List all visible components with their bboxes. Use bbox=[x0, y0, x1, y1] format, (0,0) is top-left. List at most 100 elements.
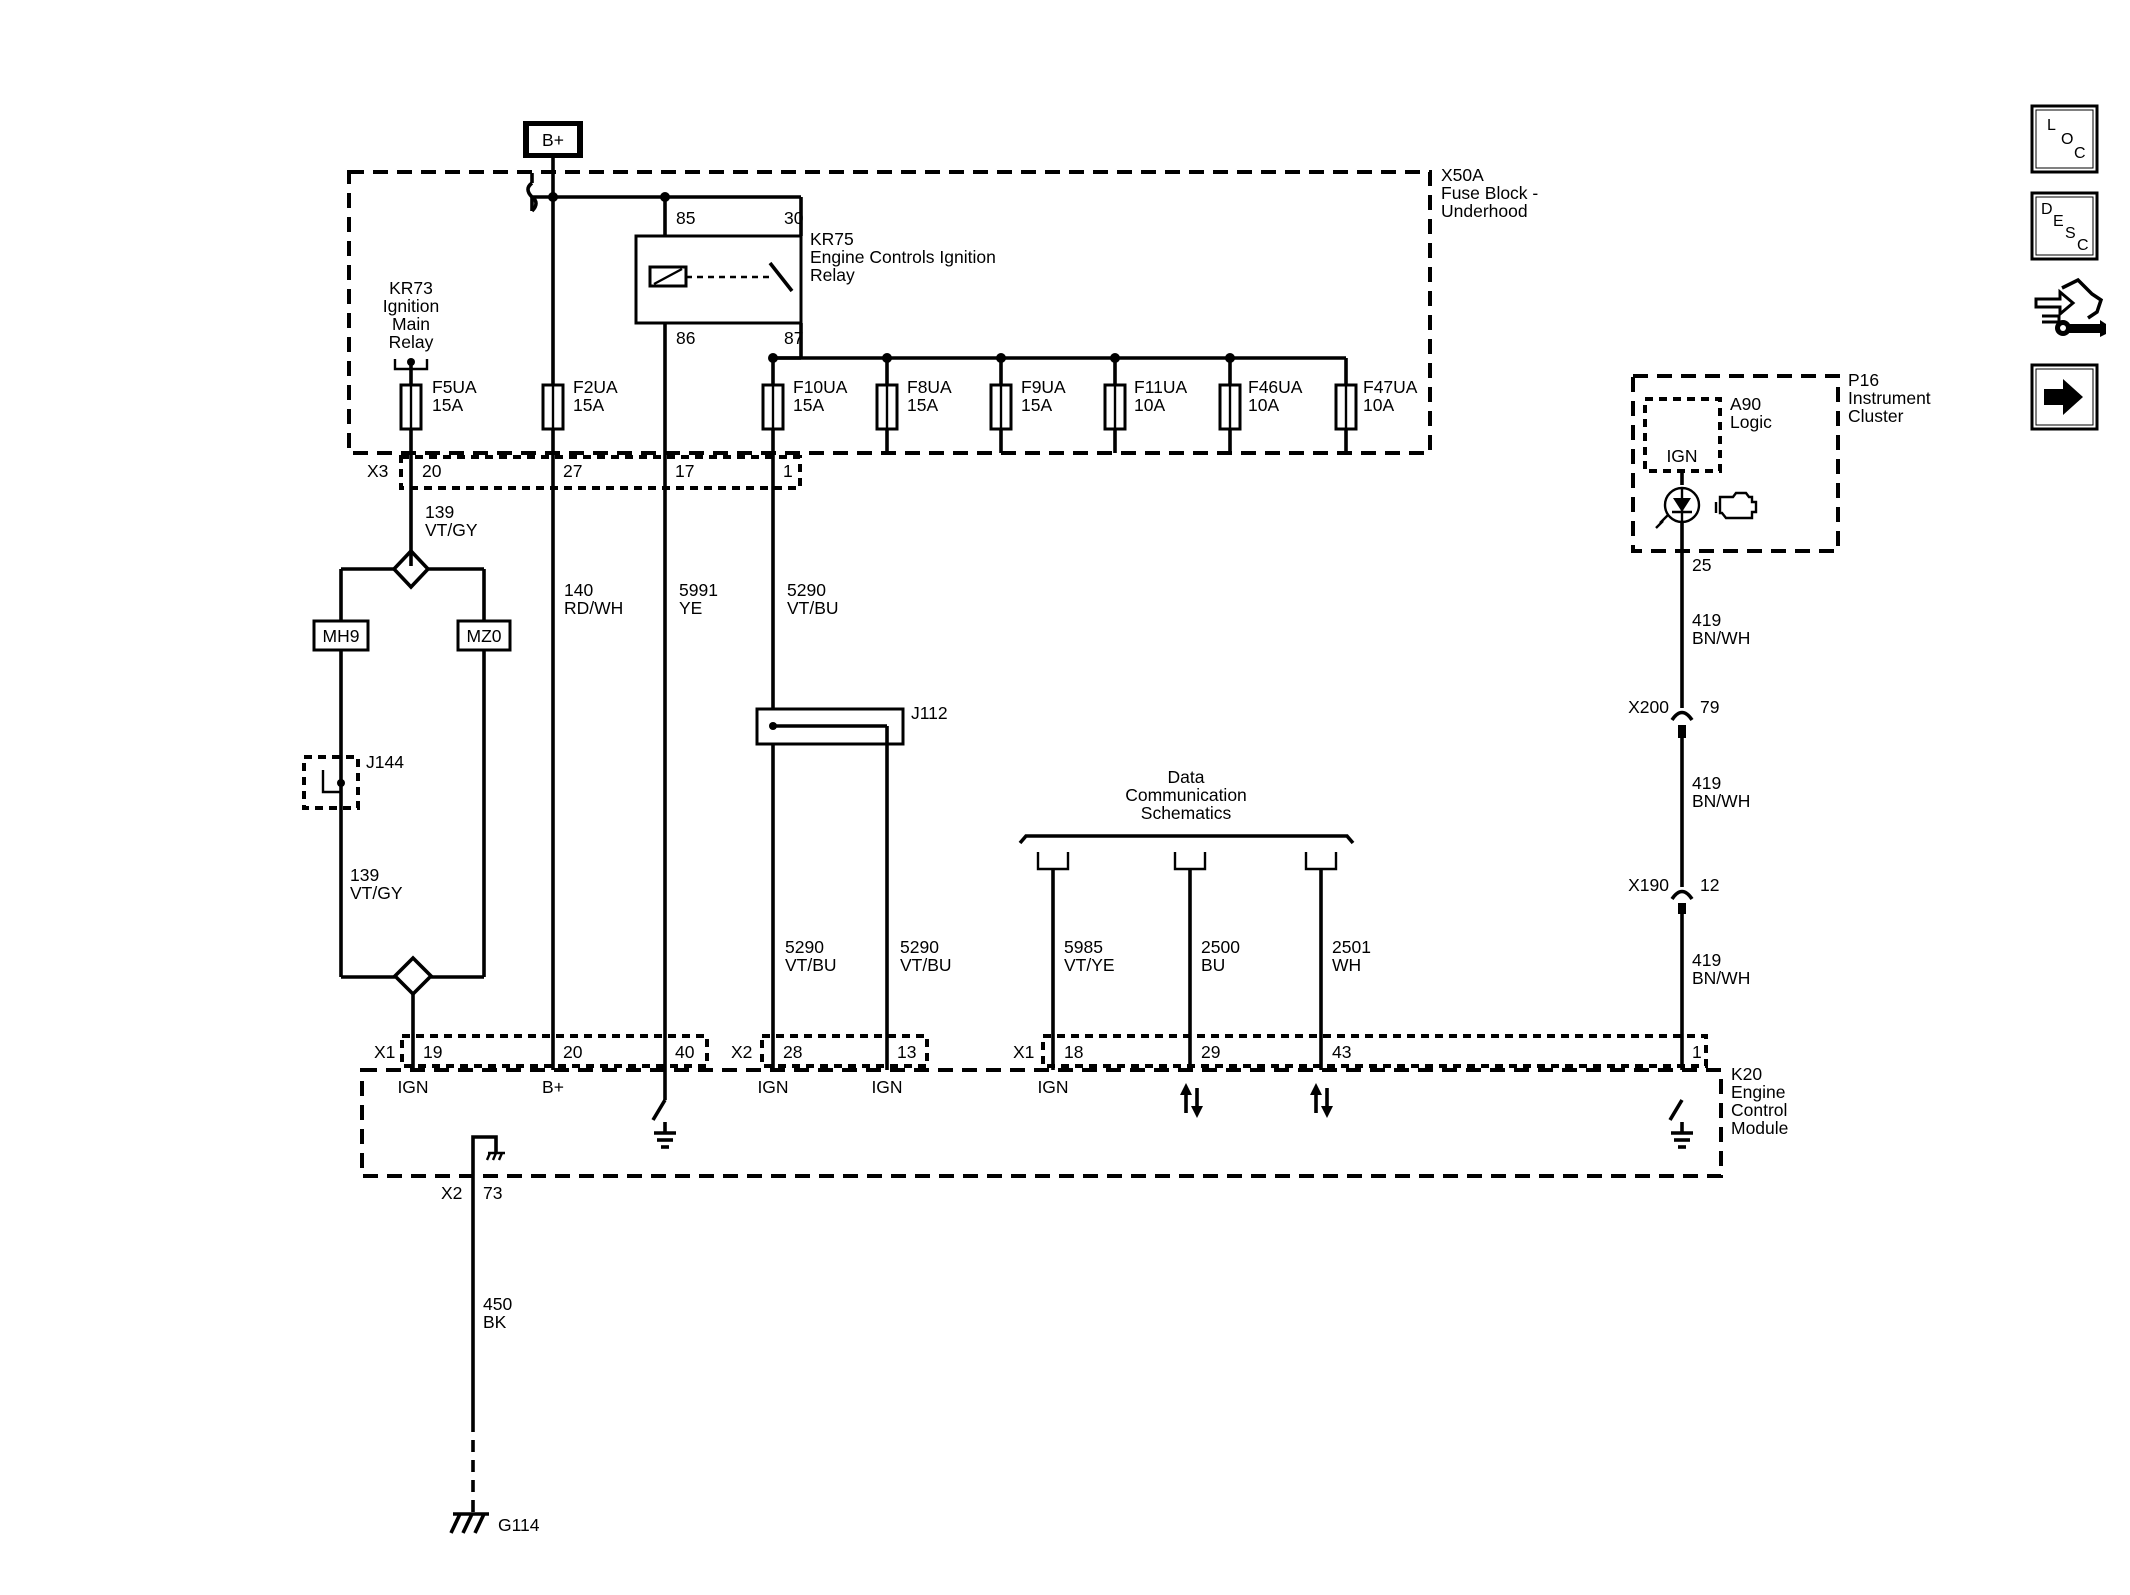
fuse-id: F5UA bbox=[432, 377, 477, 397]
loc-button[interactable]: L O C bbox=[2030, 104, 2099, 174]
ecm-x1-id: X1 bbox=[374, 1042, 395, 1062]
fuse-f47ua bbox=[1334, 383, 1358, 453]
ecm-pin: 13 bbox=[897, 1042, 916, 1062]
ecm-x2-id: X2 bbox=[731, 1042, 752, 1062]
fuse-id: F8UA bbox=[907, 377, 952, 397]
connector-pin: 12 bbox=[1700, 875, 1719, 895]
fuse-rating: 15A bbox=[432, 395, 463, 415]
fuse-f2ua bbox=[541, 383, 565, 431]
kr75-relay bbox=[634, 197, 803, 430]
wire-color: VT/BU bbox=[785, 955, 837, 975]
fuse-rating: 15A bbox=[907, 395, 938, 415]
connector-pinout-icon[interactable] bbox=[2034, 277, 2106, 337]
data-comm-label-2[interactable]: Communication bbox=[1125, 785, 1247, 805]
ecm-pin-label: IGN bbox=[757, 1077, 788, 1097]
fuse-id: F47UA bbox=[1363, 377, 1418, 397]
kr73-name: Ignition bbox=[383, 296, 439, 316]
fuse-f8ua bbox=[875, 383, 899, 453]
fuse-block-border bbox=[347, 170, 1432, 455]
wire-color: VT/GY bbox=[350, 883, 403, 903]
chassis-ground-icon bbox=[449, 1512, 489, 1534]
fuse-rating: 15A bbox=[1021, 395, 1052, 415]
battery-label: B+ bbox=[542, 130, 564, 150]
ecm-x2-ground-pin: 73 bbox=[483, 1183, 502, 1203]
wire-circuit: 419 bbox=[1692, 610, 1721, 630]
wire-color: VT/BU bbox=[787, 598, 839, 618]
fuse-block-id: X50A bbox=[1441, 165, 1484, 185]
wire-color: BN/WH bbox=[1692, 968, 1750, 988]
ecm-name-3: Module bbox=[1731, 1118, 1788, 1138]
ecm-name-2: Control bbox=[1731, 1100, 1787, 1120]
connector-x3 bbox=[399, 455, 802, 490]
desc-button[interactable]: D E S C bbox=[2030, 191, 2099, 261]
fuse-id: F11UA bbox=[1134, 377, 1187, 397]
kr75-id: KR75 bbox=[810, 229, 854, 249]
fuse-id: F46UA bbox=[1248, 377, 1303, 397]
kr75-name: Engine Controls Ignition bbox=[810, 247, 996, 267]
loc-letter: L bbox=[2047, 117, 2056, 134]
wire-circuit: 450 bbox=[483, 1294, 512, 1314]
ecm-pin: 19 bbox=[423, 1042, 442, 1062]
wire-color: BN/WH bbox=[1692, 791, 1750, 811]
wire-circuit: 140 bbox=[564, 580, 593, 600]
wire-circuit: 2501 bbox=[1332, 937, 1371, 957]
ecm-pin: 29 bbox=[1201, 1042, 1220, 1062]
wire-color: BU bbox=[1201, 955, 1225, 975]
option-mz0: MZ0 bbox=[456, 619, 512, 652]
wire-circuit: 139 bbox=[350, 865, 379, 885]
fuse-rating: 10A bbox=[1363, 395, 1394, 415]
connector-x200 bbox=[1670, 710, 1694, 738]
fuse-id: F10UA bbox=[793, 377, 848, 397]
wire-circuit: 419 bbox=[1692, 773, 1721, 793]
wire-color: BK bbox=[483, 1312, 507, 1332]
connector-id: X200 bbox=[1628, 697, 1669, 717]
ecm-ground-switch-icon bbox=[1668, 1099, 1693, 1149]
x3-pin: 1 bbox=[783, 461, 793, 481]
cluster-id: P16 bbox=[1848, 370, 1879, 390]
desc-letter: D bbox=[2041, 201, 2053, 218]
wire-circuit: 5985 bbox=[1064, 937, 1103, 957]
fuse-f10ua bbox=[761, 383, 785, 431]
ecm-x1-right-id: X1 bbox=[1013, 1042, 1034, 1062]
ecm-pin: 40 bbox=[675, 1042, 695, 1062]
fuse-rating: 10A bbox=[1134, 395, 1165, 415]
desc-letter: S bbox=[2065, 225, 2076, 242]
connector-x190 bbox=[1670, 889, 1694, 914]
ecm-pin: 1 bbox=[1692, 1042, 1702, 1062]
connector-id: X190 bbox=[1628, 875, 1669, 895]
x3-pin: 27 bbox=[563, 461, 582, 481]
ecm-ground-switch-icon bbox=[651, 1099, 676, 1149]
data-comm-label[interactable]: Data bbox=[1168, 767, 1205, 787]
data-comm-label-3[interactable]: Schematics bbox=[1141, 803, 1232, 823]
instrument-cluster-border bbox=[1631, 374, 1840, 553]
kr75-pin-85: 85 bbox=[676, 208, 695, 228]
next-arrow-button[interactable] bbox=[2030, 363, 2099, 431]
option-mh9-label: MH9 bbox=[323, 626, 360, 646]
fuse-rating: 10A bbox=[1248, 395, 1279, 415]
kr73-name-3: Relay bbox=[389, 332, 434, 352]
fuse-id: F2UA bbox=[573, 377, 618, 397]
ecm-border bbox=[360, 1068, 1723, 1178]
option-mz0-label: MZ0 bbox=[467, 626, 502, 646]
fuse-id: F9UA bbox=[1021, 377, 1066, 397]
bidirectional-arrow-icon bbox=[1310, 1083, 1333, 1118]
a90-name: Logic bbox=[1730, 412, 1772, 432]
fuse-f11ua bbox=[1103, 383, 1127, 453]
kr75-pin-30: 30 bbox=[784, 208, 804, 228]
wire-circuit: 5991 bbox=[679, 580, 718, 600]
kr75-pin-87: 87 bbox=[784, 328, 803, 348]
wire-circuit: 5290 bbox=[900, 937, 939, 957]
ecm-pin: 20 bbox=[563, 1042, 583, 1062]
wire-color: VT/YE bbox=[1064, 955, 1115, 975]
splice-j112 bbox=[755, 707, 905, 746]
wire-color: VT/BU bbox=[900, 955, 952, 975]
mil-lamp-icon bbox=[1655, 486, 1701, 529]
fuse-rating: 15A bbox=[793, 395, 824, 415]
desc-letter: C bbox=[2077, 237, 2089, 254]
wire-circuit: 5290 bbox=[785, 937, 824, 957]
a90-ign: IGN bbox=[1666, 446, 1697, 466]
kr75-pin-86: 86 bbox=[676, 328, 695, 348]
ecm-x2-ground-id: X2 bbox=[441, 1183, 462, 1203]
splice-j144 bbox=[302, 755, 360, 810]
